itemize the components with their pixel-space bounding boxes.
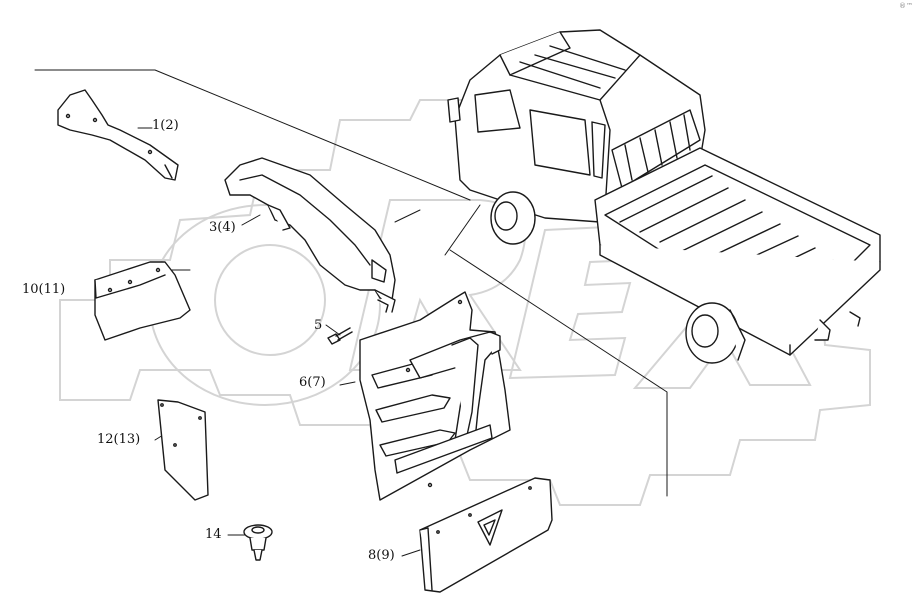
- part-3-wheel-liner[interactable]: [224, 157, 396, 313]
- callout-3-4[interactable]: 3(4): [209, 220, 236, 235]
- part-14-clip[interactable]: [243, 524, 273, 561]
- part-6-splash-shield[interactable]: [359, 291, 511, 501]
- callout-10-11[interactable]: 10(11): [22, 282, 66, 297]
- corner-mark: ®™: [899, 2, 913, 10]
- part-12-small-flap[interactable]: [157, 399, 209, 501]
- truck-illustration[interactable]: [447, 29, 881, 364]
- leader-lines: [34, 69, 668, 557]
- callout-12-13[interactable]: 12(13): [97, 432, 141, 447]
- part-8-rear-flap[interactable]: [419, 477, 553, 593]
- callout-14[interactable]: 14: [205, 527, 222, 542]
- part-10-front-flap[interactable]: [94, 261, 191, 341]
- callout-8-9[interactable]: 8(9): [368, 548, 395, 563]
- callout-6-7[interactable]: 6(7): [299, 375, 326, 390]
- part-1-bracket[interactable]: [57, 89, 179, 181]
- part-5-bolt[interactable]: [327, 327, 353, 345]
- callout-1-2[interactable]: 1(2): [152, 118, 179, 133]
- callout-5[interactable]: 5: [314, 318, 323, 333]
